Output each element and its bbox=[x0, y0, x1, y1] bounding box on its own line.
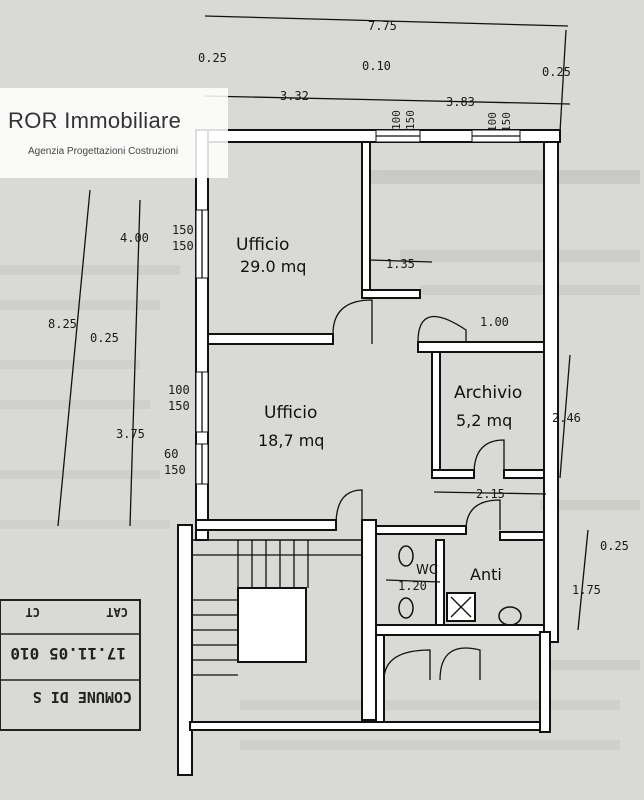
dim-left-span: 3.32 bbox=[280, 89, 309, 103]
dim-window-left-3b: 150 bbox=[164, 463, 186, 477]
agency-logo: ROR Immobiliare Agenzia Progettazioni Co… bbox=[0, 88, 228, 178]
windows bbox=[195, 129, 521, 485]
municipal-stamp: CAT CT 17.11.05 010 COMUNE DI S bbox=[0, 599, 141, 731]
doors bbox=[332, 299, 505, 681]
room-ufficio-1-name: Ufficio bbox=[236, 235, 289, 255]
dim-wall-mid: 0.25 bbox=[90, 331, 119, 345]
fixtures bbox=[398, 545, 522, 626]
dim-mid-wall: 0.10 bbox=[362, 59, 391, 73]
room-archivio-area: 5,2 mq bbox=[456, 411, 512, 430]
stamp-line-4: COMUNE DI S bbox=[33, 688, 132, 706]
dim-window-left-1: 150 bbox=[172, 223, 194, 237]
dim-corridor-width: 2.15 bbox=[476, 487, 505, 501]
dim-window-left-3: 60 bbox=[164, 447, 178, 461]
agency-tagline: Agenzia Progettazioni Costruzioni bbox=[28, 146, 179, 157]
dim-right-margin: 0.25 bbox=[542, 65, 571, 79]
stamp-line-1: CAT bbox=[106, 605, 128, 619]
stamp-line-3: 17.11.05 010 bbox=[10, 644, 126, 663]
dim-window-b: 100 bbox=[486, 112, 499, 132]
dim-window-left-1b: 150 bbox=[172, 239, 194, 253]
background-print bbox=[0, 170, 640, 750]
dim-door-100: 1.00 bbox=[480, 315, 509, 329]
staircase bbox=[191, 539, 363, 723]
dim-archivio-height: 2.46 bbox=[552, 411, 581, 425]
room-anti-name: Anti bbox=[470, 565, 502, 584]
room-ufficio-1-area: 29.0 mq bbox=[240, 257, 306, 276]
room-ufficio-2-area: 18,7 mq bbox=[258, 431, 324, 450]
dim-height-total: 8.25 bbox=[48, 317, 77, 331]
dim-door-135: 1.35 bbox=[386, 257, 415, 271]
dim-wc-width: 1.20 bbox=[398, 579, 427, 593]
walls bbox=[177, 129, 561, 776]
dim-total-width: 7.75 bbox=[368, 19, 397, 33]
dim-anti-height: 1.75 bbox=[572, 583, 601, 597]
dim-height-bottom: 3.75 bbox=[116, 427, 145, 441]
dim-left-margin: 0.25 bbox=[198, 51, 227, 65]
stamp-line-2: CT bbox=[26, 605, 40, 619]
dimension-lines bbox=[57, 15, 589, 631]
dim-window-b-h: 150 bbox=[500, 112, 513, 132]
room-wc-name: WC bbox=[416, 563, 438, 578]
dim-window-left-2: 100 bbox=[168, 383, 190, 397]
dim-right-span: 3.83 bbox=[446, 95, 475, 109]
dim-height-top: 4.00 bbox=[120, 231, 149, 245]
room-ufficio-2-name: Ufficio bbox=[264, 403, 317, 423]
room-archivio-name: Archivio bbox=[454, 383, 522, 403]
dim-anti-wall: 0.25 bbox=[600, 539, 629, 553]
dim-window-left-2b: 150 bbox=[168, 399, 190, 413]
dim-window-a: 100 bbox=[390, 110, 403, 130]
agency-name: ROR Immobiliare bbox=[8, 108, 182, 133]
dim-window-a-h: 150 bbox=[404, 110, 417, 130]
